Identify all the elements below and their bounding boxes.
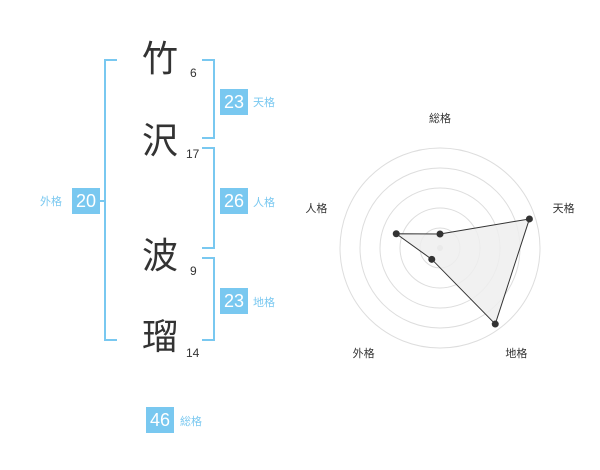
radar-area-group	[394, 218, 531, 325]
radar-point-3	[491, 320, 499, 328]
name-char-3: 波	[142, 236, 179, 277]
radar-area	[394, 218, 531, 325]
radar-point-1	[436, 230, 444, 238]
chikaku-label: 地格	[253, 296, 275, 309]
radar-point-2	[525, 215, 533, 223]
name-char-4: 瑠	[142, 317, 179, 358]
jinkaku-badge: 26	[220, 188, 248, 214]
gaikaku-badge: 20	[72, 188, 100, 214]
radar-points	[392, 215, 533, 328]
soukaku-label: 総格	[180, 415, 202, 428]
radar-axis-label-3: 地格	[505, 346, 527, 360]
stroke-count-4: 14	[186, 346, 200, 360]
radar-point-4	[428, 255, 436, 263]
tenkaku-badge: 23	[220, 89, 248, 115]
radar-axis-label-1: 総格	[429, 111, 451, 125]
radar-point-5	[392, 230, 400, 238]
radar-axis-label-5: 人格	[305, 201, 327, 215]
stroke-count-3: 9	[190, 264, 197, 278]
radar-axis-label-2: 天格	[553, 201, 575, 215]
name-char-1: 竹	[142, 39, 179, 80]
stroke-count-2: 17	[186, 147, 200, 161]
chikaku-bracket	[202, 257, 215, 341]
jinkaku-label: 人格	[253, 196, 275, 209]
radar-axis-label-4: 外格	[353, 346, 375, 360]
tenkaku-bracket	[202, 59, 215, 139]
soukaku-badge: 46	[146, 407, 174, 433]
jinkaku-bracket	[202, 147, 215, 249]
gaikaku-label: 外格	[40, 195, 62, 208]
chikaku-badge: 23	[220, 288, 248, 314]
name-char-2: 沢	[142, 121, 179, 162]
tenkaku-label: 天格	[253, 96, 275, 109]
stroke-count-1: 6	[190, 66, 197, 80]
radar-ring	[339, 147, 541, 349]
